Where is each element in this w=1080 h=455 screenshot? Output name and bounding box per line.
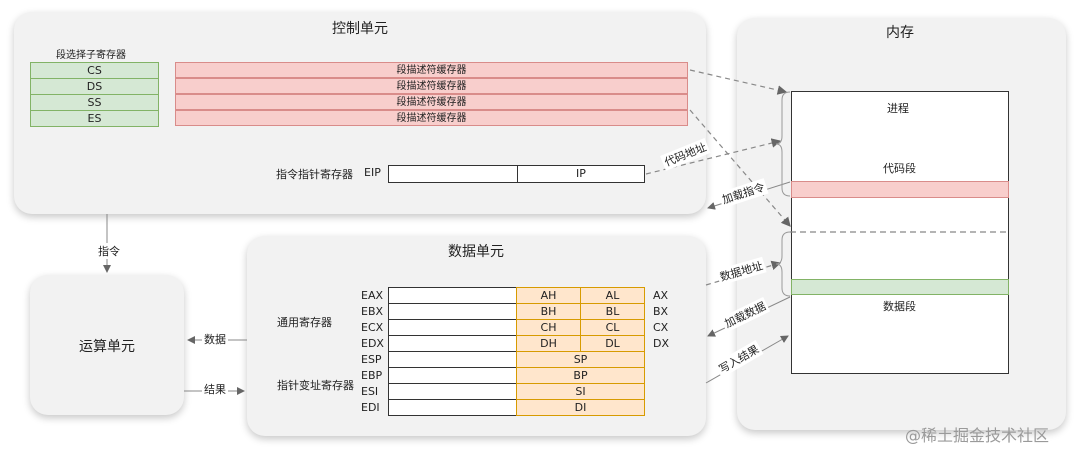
data-edge-label: 数据 <box>202 331 228 347</box>
watermark: @稀土掘金技术社区 <box>905 426 1050 445</box>
cl-cell: CL <box>580 319 645 336</box>
al-cell: AL <box>580 287 645 304</box>
dx-label: DX <box>653 337 670 350</box>
general-registers-label: 通用寄存器 <box>277 316 332 329</box>
descriptor-dashed-arrow-top <box>689 69 788 95</box>
segment-selector-title: 段选择子寄存器 <box>56 50 126 61</box>
ebx-label: EBX <box>361 305 384 318</box>
descriptor-cache-4: 段描述符缓存器 <box>175 110 688 126</box>
alu-panel <box>30 275 184 415</box>
ecx-label: ECX <box>361 321 384 334</box>
process-label: 进程 <box>887 102 909 115</box>
result-edge-label: 结果 <box>202 381 228 397</box>
bl-cell: BL <box>580 303 645 320</box>
descriptor-cache-2: 段描述符缓存器 <box>175 78 688 94</box>
bx-label: BX <box>653 305 669 318</box>
ax-label: AX <box>653 289 669 302</box>
instruction-edge-label: 指令 <box>96 243 122 259</box>
data-segment-brace <box>775 231 791 297</box>
code-segment-brace <box>775 91 791 197</box>
eax-label: EAX <box>361 289 384 302</box>
pointer-registers-label: 指针变址寄存器 <box>277 379 354 392</box>
ch-cell: CH <box>516 319 581 336</box>
data-segment-band <box>791 279 1009 295</box>
control-unit-title: 控制单元 <box>332 21 388 37</box>
descriptor-cache-1: 段描述符缓存器 <box>175 62 688 78</box>
code-segment-band <box>791 181 1009 198</box>
code-segment-label: 代码段 <box>883 162 916 175</box>
ebp-label: EBP <box>361 369 383 382</box>
cx-label: CX <box>653 321 669 334</box>
descriptor-dashed-arrow-diagonal <box>689 109 791 227</box>
ip-cell: IP <box>517 165 645 183</box>
memory-title: 内存 <box>886 25 914 41</box>
esp-label: ESP <box>361 353 382 366</box>
alu-title: 运算单元 <box>79 339 135 355</box>
dh-cell: DH <box>516 335 581 352</box>
data-unit-title: 数据单元 <box>448 244 504 260</box>
segment-register-es: ES <box>30 110 159 127</box>
ip-label: IP <box>576 167 586 180</box>
descriptor-cache-3: 段描述符缓存器 <box>175 94 688 110</box>
esi-label: ESI <box>361 385 379 398</box>
eip-label: EIP <box>364 166 381 179</box>
edi-label: EDI <box>361 401 380 414</box>
di-cell: DI <box>516 399 645 416</box>
ip-register-label: 指令指针寄存器 <box>276 168 353 181</box>
edx-label: EDX <box>361 337 384 350</box>
data-segment-label: 数据段 <box>883 300 916 313</box>
